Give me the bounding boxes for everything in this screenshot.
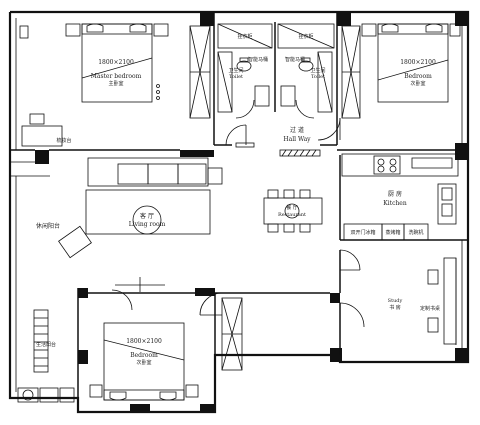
restaurant-en: Restaurant — [278, 212, 306, 218]
wall-columns — [35, 12, 468, 412]
toilet-right-fixture — [298, 60, 314, 72]
living-room — [58, 157, 223, 292]
toilet-right-cabinet-label: 挂衣柜 — [298, 33, 313, 40]
service-balcony — [15, 176, 75, 403]
right-bedroom-cn: 次卧室 — [410, 80, 425, 87]
leisure-balcony-label: 休闲阳台 — [36, 222, 60, 230]
bottom-bedroom-en: Bedroom — [130, 352, 158, 359]
master-bed-size: 1800×2100 — [98, 59, 134, 66]
bathroom-core — [217, 23, 335, 157]
toilet-right-en: Toilet — [311, 74, 325, 80]
service-balcony-label: 生活阳台 — [36, 341, 56, 348]
steam-oven-label: 蒸烤箱 — [385, 229, 400, 236]
toilet-left-cn: 卫生间 — [228, 67, 243, 74]
kitchen-cn: 厨 房 — [388, 190, 402, 198]
dishwasher-label: 洗碗机 — [408, 229, 423, 236]
study — [339, 257, 457, 345]
living-room-cn: 客 厅 — [140, 212, 154, 220]
custom-desk — [443, 257, 457, 345]
toilet-right-cn: 卫生间 — [310, 67, 325, 74]
kitchen-en: Kitchen — [383, 200, 407, 207]
master-bedroom — [19, 23, 211, 147]
dressing-desk — [21, 125, 63, 147]
living-room-en: Living room — [129, 221, 166, 228]
bottom-bed-size: 1800×2100 — [126, 338, 162, 345]
toilet-left-en: Toilet — [229, 74, 243, 80]
coffee-table — [132, 205, 162, 235]
toilet-left-fixture-label: 智能马桶 — [248, 56, 268, 63]
study-en: Study — [388, 298, 403, 304]
fridge-label: 双开门冰箱 — [350, 229, 375, 236]
hallway-cn: 过 道 — [290, 126, 304, 134]
toilet-left-fixture — [236, 60, 252, 72]
bottom-bedroom-cn: 次卧室 — [136, 359, 151, 366]
dressing-desk-label: 梳妆台 — [56, 137, 71, 144]
hallway-en: Hall Way — [283, 136, 311, 143]
kitchen — [339, 153, 459, 271]
master-bedroom-en: Master bedroom — [91, 73, 142, 80]
bottom-bedroom — [89, 289, 243, 401]
dining-table — [263, 197, 323, 225]
toilet-right-fixture-label: 智能马桶 — [285, 56, 305, 63]
right-bed-size: 1800×2100 — [400, 59, 436, 66]
right-bedroom-en: Bedroom — [404, 73, 432, 80]
custom-desk-label: 定制书桌 — [420, 305, 440, 312]
restaurant-cn: 餐 厅 — [286, 204, 298, 211]
dining — [263, 189, 323, 233]
study-cn: 书 房 — [389, 304, 401, 311]
right-bedroom — [317, 23, 461, 141]
room-labels: 1800×2100 Master bedroom 主卧室 1800×2100 B… — [36, 33, 440, 366]
master-bedroom-cn: 主卧室 — [108, 80, 123, 87]
toilet-left-cabinet-label: 挂衣柜 — [237, 33, 252, 40]
